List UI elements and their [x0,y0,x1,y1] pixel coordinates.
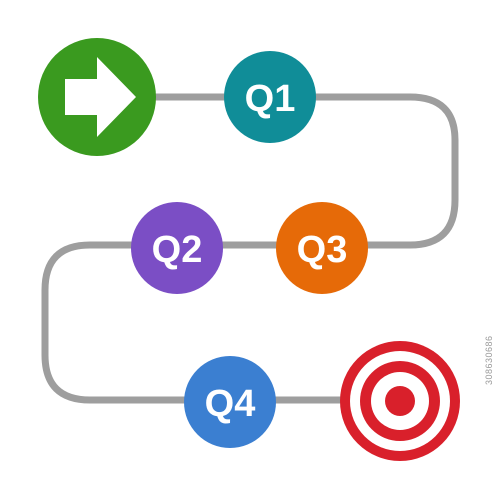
stage-label-q3: Q3 [297,229,348,271]
stage-node-q4: Q4 [184,356,276,448]
stage-node-q3: Q3 [276,202,368,294]
roadmap-path [41,93,459,404]
stage-circle-q4 [184,356,276,448]
stock-id-text: 308630686 [484,335,494,385]
start-node [38,38,156,156]
stage-node-q1: Q1 [224,51,316,143]
stage-label-q4: Q4 [205,383,256,425]
stage-circle-q3 [276,202,368,294]
target-icon [340,341,460,461]
stage-label-q1: Q1 [245,78,296,120]
stage-circle-q1 [224,51,316,143]
target-bullseye [385,386,415,416]
stage-circle-q2 [131,202,223,294]
right-arrow-icon [65,57,136,137]
stage-node-q2: Q2 [131,202,223,294]
stage-label-q2: Q2 [152,229,203,271]
